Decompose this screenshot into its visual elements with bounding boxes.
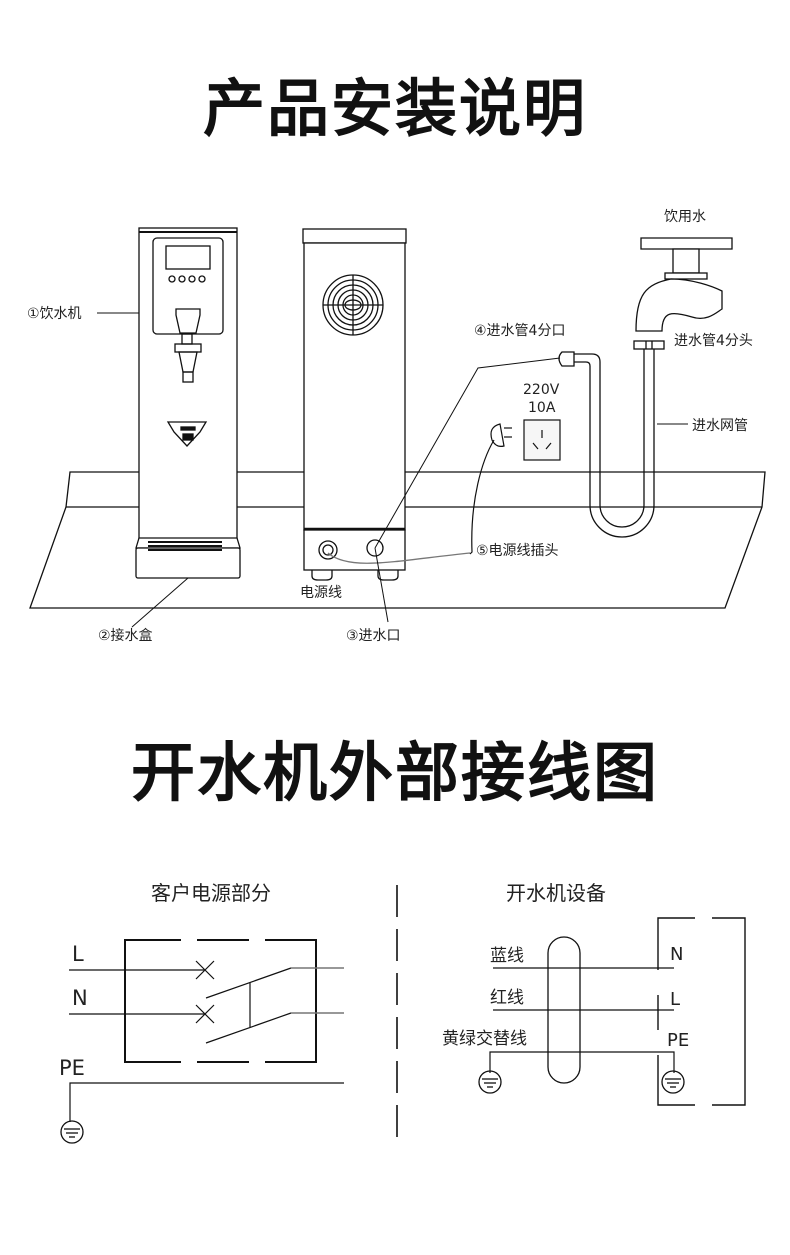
water-inlet-icon [366,539,384,557]
mesh-inlet-pipe [558,349,655,538]
power-cord-gland-icon [318,540,338,560]
leader-lines [97,312,688,628]
wire-label-red: 红线 [490,988,524,1008]
label-inlet-pipe-port: ④进水管4分口 [474,323,565,339]
terminal-PE: PE [667,1030,689,1051]
wire-label-N: N [72,986,88,1010]
ground-icon [60,1120,84,1144]
boiler-rear-unit [302,228,471,581]
wiring-title: 开水机外部接线图 [131,737,659,811]
ground-icon [661,1070,685,1094]
customer-wiring [69,960,344,1122]
breaker-contact-L-icon [195,960,215,980]
label-water-inlet: ③进水口 [346,628,401,644]
label-drip-tray: ②接水盒 [98,627,153,644]
breaker-contact-N-icon [195,1004,215,1024]
machine-terminal-box [657,917,746,1106]
label-dispenser: ①饮水机 [27,306,82,322]
power-outlet [523,419,561,461]
display-screen [165,245,211,270]
label-drinking-water: 饮用水 [664,209,706,225]
label-outlet-current: 10A [528,400,556,416]
terminal-N: N [670,944,683,965]
power-plug [469,423,512,555]
label-power-cord: 电源线 [300,585,342,601]
fan-grille-icon [322,274,384,336]
label-outlet-voltage: 220V [523,382,560,398]
ground-icon [478,1070,502,1094]
faucet-icon [175,308,201,334]
water-dispenser [135,227,241,579]
label-mesh-pipe: 进水网管 [692,418,748,434]
machine-wiring [489,967,675,1073]
machine-heading: 开水机设备 [506,881,606,905]
installation-title: 产品安装说明 [202,72,587,145]
wire-label-blue: 蓝线 [490,946,524,966]
wire-label-PE: PE [59,1056,85,1080]
water-tap [633,237,733,350]
customer-power-heading: 客户电源部分 [151,881,271,905]
pipe-connector-icon [558,351,575,367]
label-power-plug: ⑤电源线插头 [476,543,559,559]
wire-label-L: L [72,942,84,966]
label-inlet-pipe-head: 进水管4分头 [674,333,753,349]
customer-breaker [124,939,317,1063]
wire-label-yellow-green: 黄绿交替线 [442,1029,527,1049]
terminal-L: L [670,989,680,1010]
